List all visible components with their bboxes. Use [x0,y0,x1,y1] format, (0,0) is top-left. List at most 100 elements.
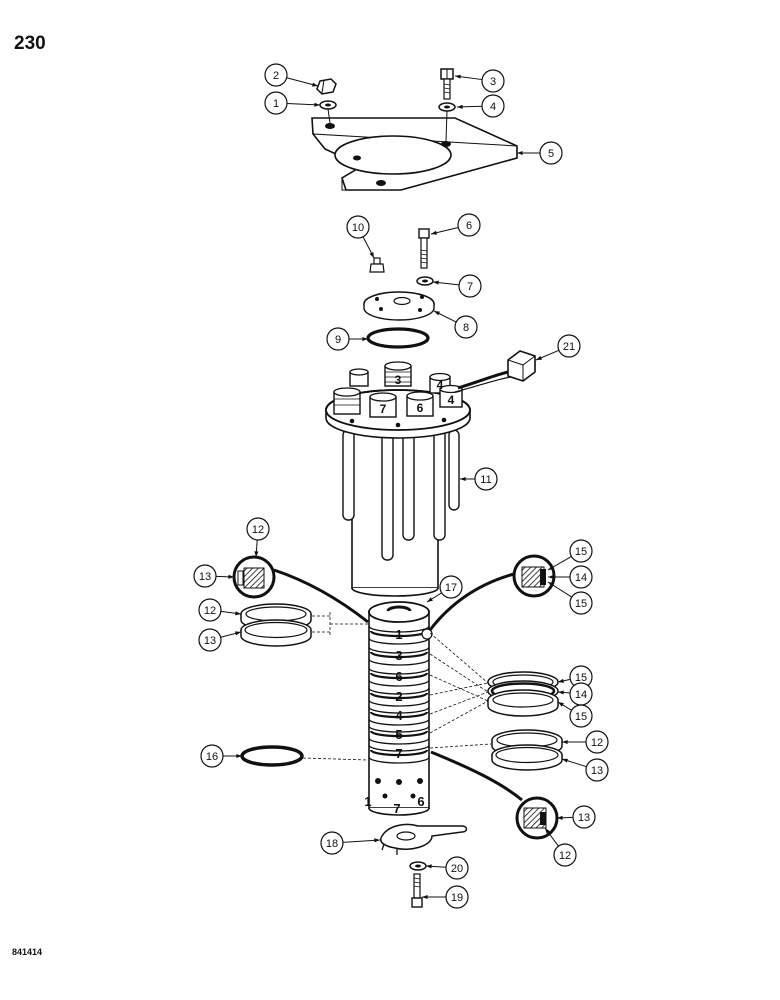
stem-groove [368,687,430,707]
callout-arrowhead [455,74,461,79]
callout-arrowhead [557,815,563,820]
part-lockwasher-7 [416,276,434,286]
callout-arrowhead [433,280,439,285]
leader-line [429,691,489,715]
callout-circle [320,831,344,855]
callout-number: 11 [480,474,491,486]
housing-port-number: 4 [448,393,455,407]
leader-line [429,653,489,693]
callout-circle [264,63,288,87]
housing-port-number: 7 [380,402,387,416]
housing-port-number: 6 [417,401,424,415]
page-number: 230 [14,33,46,54]
callout-circle [481,94,505,118]
callout-3: 3 [454,69,505,93]
callout-circle [481,69,505,93]
stem-groove-number: 7 [395,746,402,761]
callout-circle [198,598,222,622]
callout-arrowhead [545,828,551,834]
callout-number: 15 [575,672,587,684]
callout-circle [572,805,596,829]
callout-number: 20 [451,863,463,875]
callout-12: 12 [562,730,609,754]
callout-circle [326,327,350,351]
callout-number: 7 [467,281,473,293]
part-cap-plate-8 [363,291,435,321]
housing-port-fitting [439,384,463,408]
callout-13: 13 [556,805,596,829]
callout-arrowhead [235,611,241,616]
callout-arrowhead [314,102,320,107]
callout-circle [474,467,498,491]
stem-groove-number: 1 [395,627,402,642]
callout-16: 16 [200,744,242,768]
part-seal-ring-15 [487,689,559,717]
callout-number: 15 [575,598,587,610]
leader-line [429,632,489,684]
part-plug-21 [507,350,536,382]
part-seal-ring-13 [240,619,312,647]
callout-arrowhead [548,574,554,580]
housing-port-number: 4 [437,378,444,392]
callout-arrowhead [374,838,380,843]
stem-bottom-number: 7 [393,801,400,816]
part-o-ring-16 [240,745,304,767]
housing-port-fitting [384,361,412,387]
callout-arrowhead [362,336,368,342]
callout-circle [569,591,593,615]
part-lockwasher-20 [409,861,427,871]
callout-circle [264,91,288,115]
part-nut-2 [316,78,337,95]
callout-arrowhead [426,864,432,869]
callout-number: 5 [548,148,554,160]
callout-number: 13 [204,635,216,647]
callout-circle [569,565,593,589]
callout-13: 13 [193,564,235,588]
callout-number: 17 [445,582,457,594]
leader-line [429,682,489,696]
leader-line [429,674,489,702]
figure-code: 841414 [12,947,43,957]
callout-arrowhead [236,753,242,759]
callout-11: 11 [460,467,498,491]
callout-arrowhead [460,476,466,482]
callout-13: 13 [561,758,609,782]
callout-leader [342,839,381,843]
callout-number: 2 [273,70,279,82]
callout-15: 15 [547,539,593,571]
part-swivel-housing-11: 3 4 4 7 6 [325,361,521,597]
callout-arrowhead [536,355,542,360]
callout-arrowhead [434,311,440,316]
stem-groove [368,725,430,745]
callout-number: 10 [352,222,364,234]
callout-circle [200,744,224,768]
part-bolt-3 [440,68,454,100]
callout-arrowhead [422,894,428,900]
callout-10: 10 [346,215,375,259]
callout-number: 13 [578,812,590,824]
callout-21: 21 [535,334,581,361]
stem-groove-number: 6 [395,669,402,684]
callout-circle [198,628,222,652]
stem-groove [368,744,430,764]
callout-15: 15 [547,581,593,615]
callout-number: 14 [575,689,587,701]
callout-20: 20 [425,856,469,880]
callout-number: 3 [490,76,496,88]
part-swivel-stem [368,601,433,816]
part-lock-plate-18 [380,823,468,855]
callout-circle [445,856,469,880]
callout-number: 8 [463,322,469,334]
callout-circle [246,517,270,541]
detail-bubble-lower-right [430,750,559,840]
callout-arrowhead [558,702,564,707]
stem-bottom-number: 1 [364,794,371,809]
callout-12: 12 [198,598,242,622]
callout-number: 16 [206,751,218,763]
stem-groove [368,667,430,687]
callout-arrowhead [558,678,564,683]
callout-arrowhead [548,582,554,587]
housing-port-fitting [333,387,361,415]
callout-arrowhead [431,230,437,235]
